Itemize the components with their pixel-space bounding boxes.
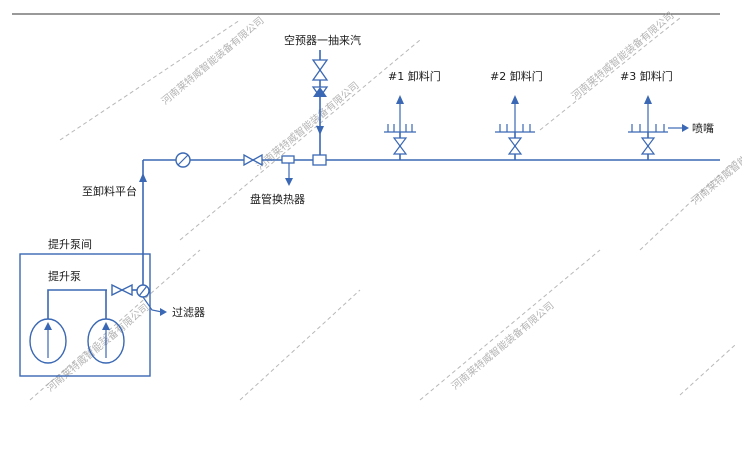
steam-valve <box>311 59 329 81</box>
filter-symbol <box>136 284 150 298</box>
watermark-text: 河南莱特威智能装备有限公司 <box>44 301 152 395</box>
pump-discharge-line <box>47 289 107 319</box>
to-platform-label: 至卸料平台 <box>82 184 137 198</box>
lift-pump-1 <box>29 318 67 364</box>
steam-check-valve <box>311 86 329 99</box>
watermark-text: 河南莱特威智能装备有限公司 <box>569 9 677 103</box>
flowmeter-symbol <box>175 152 191 168</box>
pump-room-label: 提升泵间 <box>48 238 92 251</box>
exchanger-drain-arrow <box>285 178 293 186</box>
coil-exchanger-label: 盘管换热器 <box>250 192 305 206</box>
filter-leader <box>142 296 163 313</box>
pump-room-box <box>19 253 151 377</box>
watermark-text: 河南莱特威智能装备有限公司 <box>254 79 362 173</box>
gate-valve <box>243 153 263 167</box>
steam-junction <box>312 154 327 166</box>
door-1-label: #1 卸料门 <box>388 69 441 83</box>
watermark-text: 河南莱特威智能装备有限公司 <box>159 14 267 108</box>
door-2-assembly <box>495 95 535 160</box>
nozzle-label: 喷嘴 <box>692 122 714 135</box>
filter-arrow <box>160 308 167 316</box>
door-1-assembly <box>384 95 416 160</box>
door-3-label: #3 卸料门 <box>620 69 673 83</box>
steam-source-label: 空预器一抽来汽 <box>284 33 361 47</box>
steam-flow-arrow <box>316 126 324 135</box>
check-valve <box>111 283 133 297</box>
door-2-label: #2 卸料门 <box>490 69 543 83</box>
nozzle-arrow <box>682 124 689 132</box>
lift-pump-label: 提升泵 <box>48 270 81 283</box>
door-3-assembly <box>628 95 668 160</box>
coil-exchanger-symbol <box>281 155 295 164</box>
watermark-lines <box>29 17 736 401</box>
watermark-text: 河南莱特威智能装备有限公司 <box>449 299 557 393</box>
riser-arrow <box>139 173 147 182</box>
filter-label: 过滤器 <box>172 306 205 319</box>
lift-pump-2 <box>87 318 125 364</box>
